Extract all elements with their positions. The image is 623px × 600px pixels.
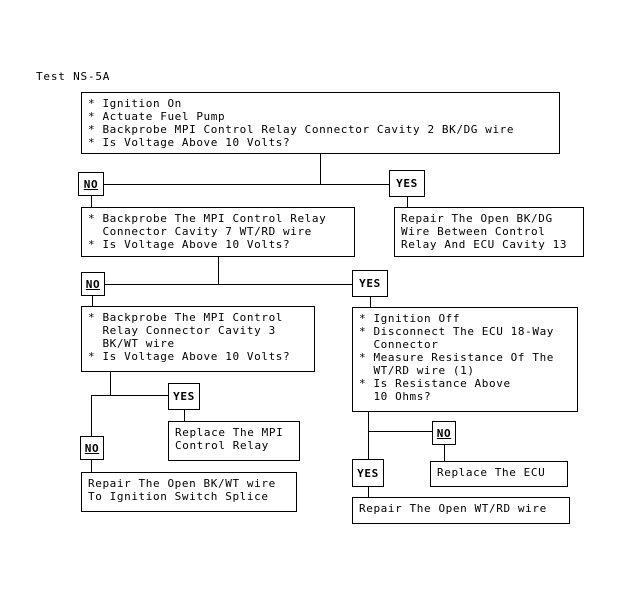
connector-yes3-down (184, 410, 185, 421)
connector-step4-yes-down (368, 431, 369, 459)
repair-wtrd-box: Repair The Open WT/RD wire (352, 497, 570, 524)
step-1-box: * Ignition On * Actuate Fuel Pump * Back… (81, 92, 560, 154)
decision-yes-4: YES (352, 459, 384, 487)
connector-step1-down (320, 154, 321, 168)
step-2-box: * Backprobe The MPI Control Relay Connec… (81, 207, 355, 257)
replace-relay-box: Replace The MPI Control Relay (168, 421, 300, 461)
connector-step4-down (368, 412, 369, 431)
replace-ecu-box: Replace The ECU (430, 461, 568, 487)
step-4-box: * Ignition Off * Disconnect The ECU 18-W… (352, 307, 578, 412)
decision-no-2: NO (81, 272, 105, 296)
repair-bkwt-box: Repair The Open BK/WT wire To Ignition S… (81, 472, 297, 512)
repair-bkdg-box: Repair The Open BK/DG Wire Between Contr… (394, 207, 584, 257)
connector-step3-down (110, 372, 111, 395)
page-title: Test NS-5A (36, 70, 111, 83)
connector-yes4-down (368, 487, 369, 497)
decision-no-4: NO (432, 421, 456, 445)
connector-bus-4 (368, 431, 432, 432)
decision-yes-3: YES (168, 383, 200, 410)
connector-step2-join-2 (218, 269, 219, 284)
connector-no4-down (444, 445, 445, 461)
connector-no3-down (91, 460, 92, 472)
connector-no1-down (91, 196, 92, 207)
connector-yes1-down (407, 197, 408, 207)
connector-step2-down (218, 257, 219, 269)
connector-step3-no-down (91, 395, 92, 436)
step-3-box: * Backprobe The MPI Control Relay Connec… (81, 306, 315, 372)
connector-bus-1 (104, 184, 389, 185)
connector-step1-join-1 (320, 168, 321, 184)
decision-no-3: NO (80, 436, 104, 460)
decision-yes-1: YES (389, 170, 425, 197)
decision-yes-2: YES (352, 270, 388, 297)
decision-no-1: NO (78, 172, 104, 196)
connector-yes2-down (370, 297, 371, 307)
connector-bus-3 (91, 395, 185, 396)
connector-bus-2 (104, 284, 352, 285)
connector-no2-down (92, 296, 93, 306)
